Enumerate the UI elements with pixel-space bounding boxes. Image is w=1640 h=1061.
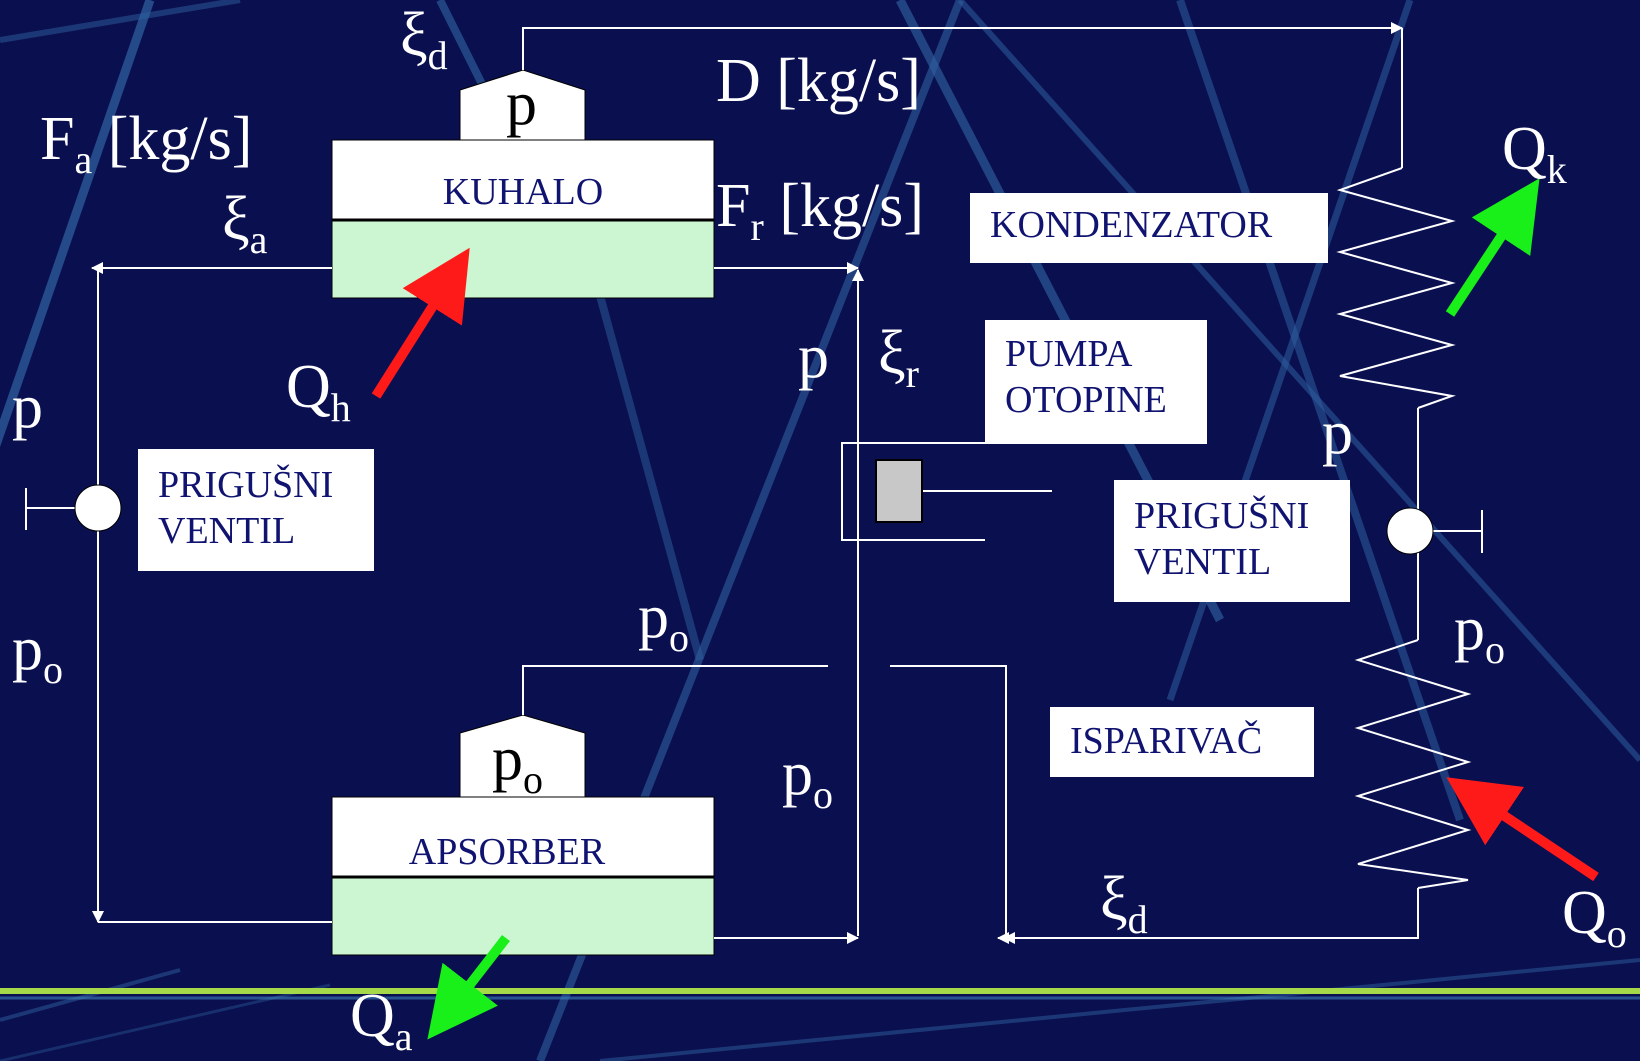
pump-label-line2: OTOPINE (1005, 378, 1167, 421)
condenser-coil (1336, 167, 1456, 409)
xi-d-bottom-label: ξd (1100, 865, 1148, 942)
left-valve-symbol (25, 484, 122, 532)
qa-arrow (427, 934, 510, 1040)
pump-box: PUMPA OTOPINE (985, 320, 1207, 444)
p-center-label: p (798, 323, 829, 391)
right-valve-label-line2: VENTIL (1134, 540, 1272, 583)
absorber-dome-label: po (492, 725, 543, 802)
po-center-mid-label: po (782, 740, 833, 817)
condenser-box: KONDENZATOR (970, 193, 1328, 263)
po-left-label: po (12, 615, 63, 692)
generator-vessel (331, 69, 715, 299)
generator-dome-label: p (506, 70, 537, 138)
qa-label: Qa (350, 982, 413, 1059)
qk-arrow (1445, 178, 1540, 317)
qo-arrow (1446, 777, 1599, 882)
right-valve-box: PRIGUŠNI VENTIL (1114, 480, 1350, 602)
fr-label: Fr [kg/s] (716, 172, 924, 249)
po-right-label: po (1454, 595, 1505, 672)
left-valve-label-line2: VENTIL (158, 509, 296, 552)
qk-label: Qk (1502, 115, 1567, 192)
piping (91, 22, 1419, 944)
absorber-label: APSORBER (408, 831, 606, 873)
pump-symbol (841, 442, 1052, 541)
qo-label: Qo (1562, 879, 1627, 956)
p-left-label: p (12, 373, 43, 441)
xi-r-label: ξr (878, 319, 919, 396)
evaporator-coil (1354, 639, 1472, 889)
qh-arrow (371, 247, 470, 399)
xi-d-top-label: ξd (400, 1, 448, 78)
pump-label-line1: PUMPA (1005, 333, 1133, 375)
fa-label: Fa [kg/s] (40, 105, 253, 182)
left-valve-box: PRIGUŠNI VENTIL (138, 449, 374, 571)
evaporator-box: ISPARIVAČ (1050, 707, 1314, 777)
absorber-vessel (331, 714, 715, 956)
right-valve-label-line1: PRIGUŠNI (1134, 495, 1310, 537)
po-center-top-label: po (638, 583, 689, 660)
right-valve-symbol (1386, 507, 1483, 555)
xi-a-label: ξa (222, 185, 268, 262)
p-right-label: p (1322, 399, 1353, 467)
d-label: D [kg/s] (716, 47, 921, 115)
generator-label: KUHALO (442, 171, 604, 213)
qh-label: Qh (286, 353, 351, 430)
left-valve-label-line1: PRIGUŠNI (158, 464, 334, 506)
